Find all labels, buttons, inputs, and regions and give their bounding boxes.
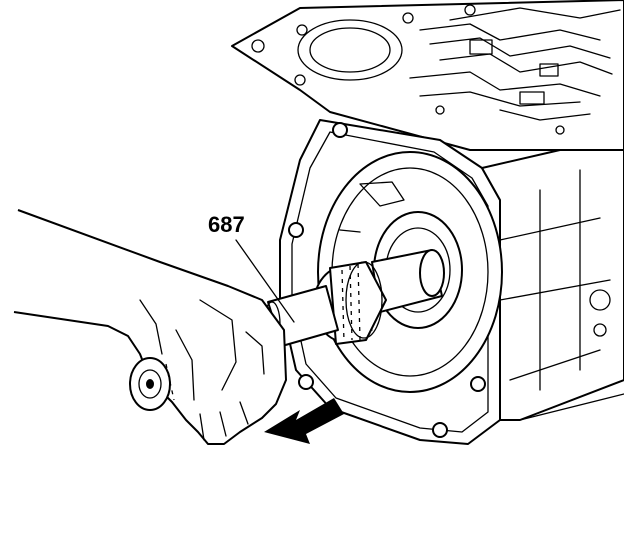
valve-body-cover bbox=[231, 0, 624, 151]
technician-hand bbox=[13, 209, 287, 445]
input-shaft bbox=[263, 249, 445, 347]
callout-label-687: 687 bbox=[208, 212, 245, 237]
shaft-nut bbox=[129, 357, 175, 411]
case-side bbox=[481, 149, 624, 421]
removal-direction-arrow bbox=[264, 398, 344, 444]
callout-687: 687 bbox=[208, 212, 295, 323]
